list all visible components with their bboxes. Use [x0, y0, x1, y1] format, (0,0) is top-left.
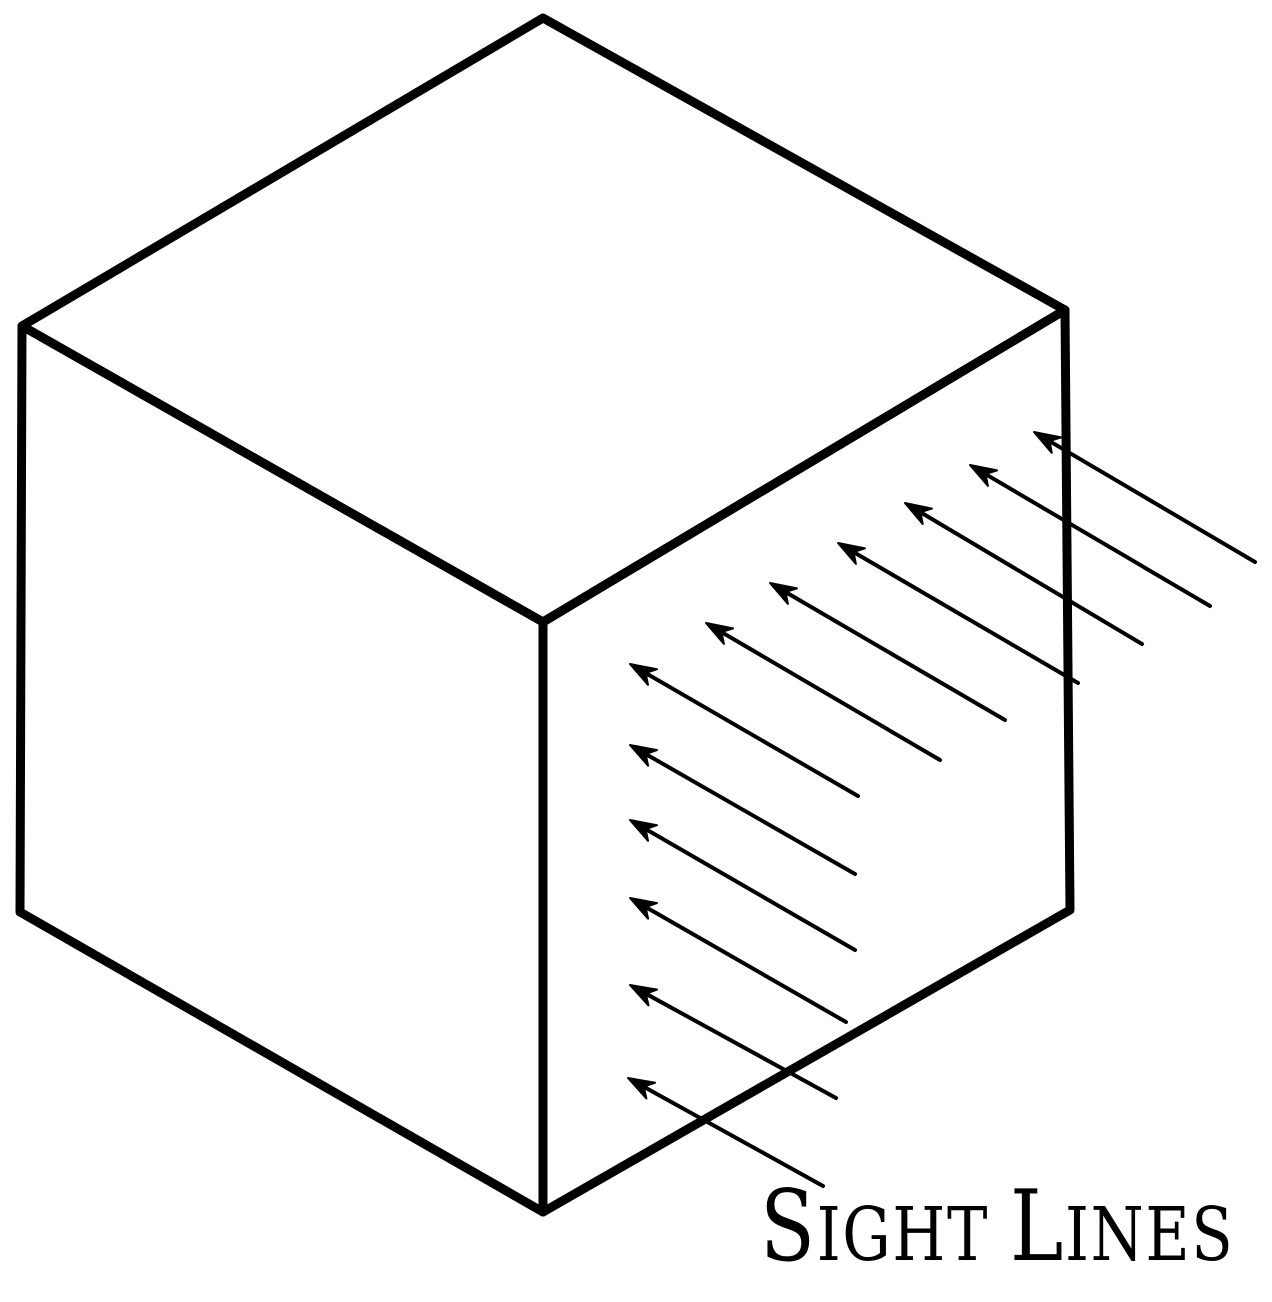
- sight-line-10: [636, 900, 848, 1024]
- sight-line-3: [911, 506, 1144, 646]
- arrowhead-3: [904, 502, 933, 525]
- sight-line-11: [636, 987, 838, 1100]
- arrowhead-7: [629, 663, 658, 686]
- sight-line-8: [636, 747, 857, 876]
- isometric-cube: [15, 13, 1075, 1217]
- arrowhead-1: [1033, 431, 1062, 454]
- arrowhead-4: [837, 542, 866, 565]
- diagram-caption: SIGHT LINES: [760, 1178, 1235, 1276]
- caption-part: IGHT: [816, 1192, 1011, 1278]
- sight-line-5: [776, 586, 1007, 722]
- sight-line-1: [1040, 435, 1257, 564]
- arrowhead-11: [629, 984, 659, 1007]
- arrowhead-2: [969, 464, 998, 487]
- sight-line-12: [634, 1080, 825, 1188]
- sight-line-2: [976, 468, 1212, 608]
- arrowhead-5: [769, 582, 798, 605]
- cube-top-face: [17, 13, 1070, 627]
- caption-part: S: [760, 1170, 817, 1284]
- sight-lines: [627, 431, 1257, 1188]
- caption-part: L: [1010, 1170, 1066, 1284]
- arrowhead-12: [627, 1077, 657, 1100]
- arrowhead-10: [629, 897, 658, 920]
- cube-left-face: [15, 321, 548, 1217]
- sight-line-4: [844, 546, 1080, 685]
- sight-line-6: [712, 626, 942, 762]
- arrowhead-8: [629, 744, 658, 767]
- arrowhead-9: [629, 819, 658, 842]
- sight-line-7: [636, 667, 860, 798]
- caption-part: INES: [1065, 1192, 1235, 1278]
- sight-line-9: [636, 823, 857, 952]
- arrowhead-6: [705, 622, 734, 645]
- cube-right-face: [538, 305, 1075, 1217]
